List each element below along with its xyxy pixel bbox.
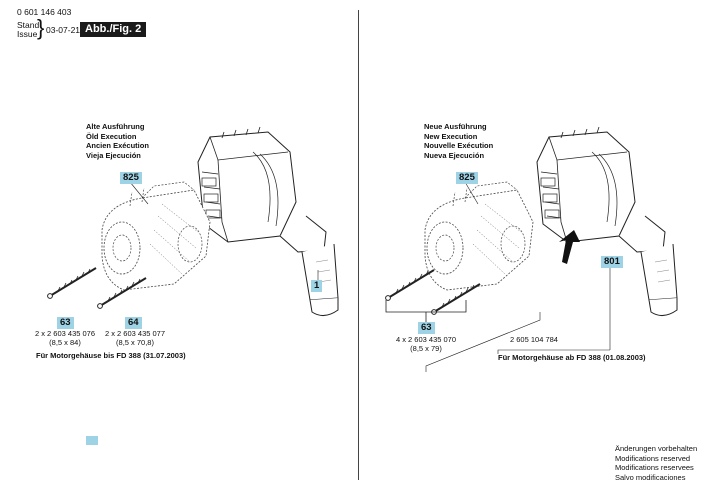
- callout-63-right: 63: [418, 322, 435, 334]
- motor-housing-right: [536, 126, 678, 317]
- variant-old: Alte Ausführung Öld Execution Ancien Exé…: [86, 122, 149, 160]
- callout-801: 801: [601, 256, 623, 268]
- screw-upper-right: [384, 269, 435, 302]
- bracket-63-right: [385, 300, 467, 313]
- stand-label: Stand: [17, 20, 40, 30]
- color-chip: [86, 436, 98, 445]
- gear-housing-left: [101, 181, 211, 291]
- figure-tag: Abb./Fig. 2: [80, 22, 147, 37]
- part-number-64: 2 x 2 603 435 077 (8,5 x 70,8): [104, 329, 166, 347]
- footnote-old: Für Motorgehäuse bis FD 388 (31.07.2003): [36, 351, 186, 360]
- modification-notes: Änderungen vorbehalten Modifications res…: [615, 444, 698, 482]
- callout-63-left: 63: [57, 317, 74, 329]
- part-number-801: 2 605 104 784: [510, 335, 558, 344]
- page-divider: [358, 10, 359, 480]
- part-number-63-right: 4 x 2 603 435 070 (8,5 x 79): [395, 335, 457, 353]
- callout-825-right: 825: [456, 172, 478, 184]
- issue-label: Issue: [17, 29, 38, 39]
- leader-801-ref: [425, 312, 541, 372]
- doc-number: 0 601 146 403: [17, 7, 72, 17]
- part-number-63-left: 2 x 2 603 435 076 (8,5 x 84): [34, 329, 96, 347]
- callout-825-left: 825: [120, 172, 142, 184]
- screw-long-left: [46, 267, 97, 300]
- leader-801-foot: [497, 349, 610, 354]
- leader-825-right: [464, 181, 479, 205]
- arrow-indicator: [559, 230, 580, 264]
- variant-new: Neue Ausführung New Execution Nouvelle E…: [424, 122, 494, 160]
- callout-1: 1: [311, 280, 323, 292]
- issue-date: 03-07-21: [46, 25, 81, 35]
- header-brace: }: [37, 15, 45, 40]
- callout-64: 64: [125, 317, 142, 329]
- footnote-new: Für Motorgehäuse ab FD 388 (01.08.2003): [498, 353, 646, 362]
- leader-825-left: [129, 181, 149, 205]
- gear-housing-right: [424, 181, 534, 291]
